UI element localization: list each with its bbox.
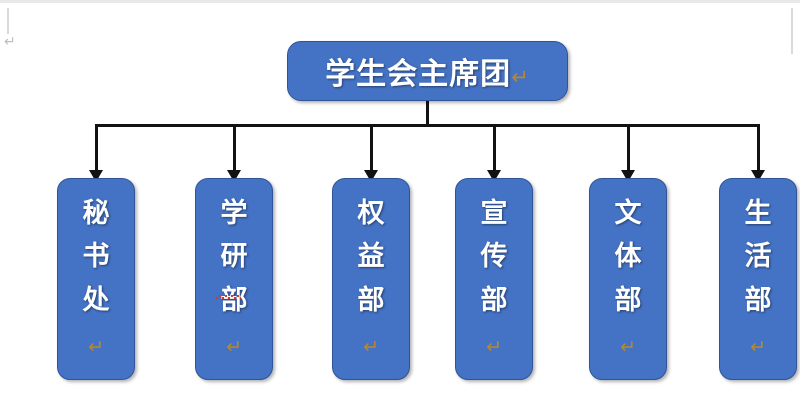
paragraph-mark-icon: ↵ [486,336,502,358]
connector-drop-3 [370,124,373,172]
org-node-label: 文体部↵ [614,197,642,358]
left-margin-marker [7,8,9,34]
page-top-edge [0,0,800,3]
paragraph-mark-icon: ↵ [363,336,379,358]
org-node-student-life[interactable]: 生活部↵ [719,178,797,380]
paragraph-mark-icon: ↵ [620,336,636,358]
paragraph-mark-icon: ↵ [4,33,16,49]
right-margin-marker [791,8,793,54]
connector-drop-4 [493,124,496,172]
paragraph-mark-icon: ↵ [88,336,104,358]
connector-drop-6 [757,124,760,172]
org-node-label: 生活部↵ [744,197,772,358]
org-node-label: 学研部↵ [220,197,248,358]
connector-drop-2 [233,124,236,172]
connector-drop-1 [95,124,98,172]
org-node-root[interactable]: 学生会主席团↵ [287,41,568,101]
org-node-academic-research[interactable]: 学研部↵ [195,178,273,380]
org-node-publicity[interactable]: 宣传部↵ [455,178,533,380]
org-node-rights[interactable]: 权益部↵ [332,178,410,380]
org-node-root-label: 学生会主席团↵ [325,58,530,91]
org-node-secretariat[interactable]: 秘书处↵ [57,178,135,380]
org-node-label: 权益部↵ [357,197,385,358]
connector-horizontal-bar [95,124,758,127]
paragraph-mark-icon: ↵ [511,66,530,89]
spellcheck-squiggle [215,295,241,299]
org-node-label: 秘书处↵ [82,197,110,358]
org-node-label: 宣传部↵ [480,197,508,358]
paragraph-mark-icon: ↵ [750,336,766,358]
connector-drop-5 [627,124,630,172]
paragraph-mark-icon: ↵ [226,336,242,358]
connector-root-stem [426,101,429,127]
org-node-culture-sports[interactable]: 文体部↵ [589,178,667,380]
